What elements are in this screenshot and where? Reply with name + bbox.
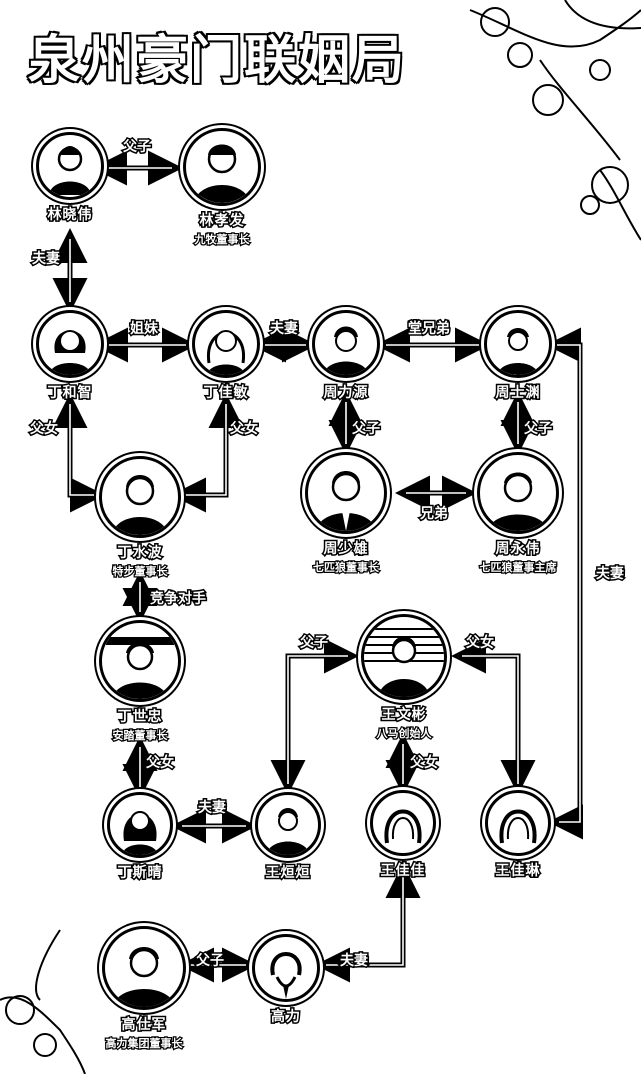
person-portrait-icon	[99, 456, 181, 538]
relation-label: 兄弟	[419, 505, 450, 524]
person-gao-shijun: 高仕军 高力集团董事长	[92, 926, 196, 1051]
relation-label: 夫妻	[31, 250, 62, 269]
decorative-flower-top-right	[469, 0, 641, 241]
person-wang-jiaxi: 王佳琳	[480, 790, 556, 881]
person-title: 七匹狼董事主席	[478, 560, 558, 576]
person-wang-wenbin: 王文彬 八马创始人	[352, 614, 456, 741]
person-portrait-icon	[312, 310, 380, 378]
relation-label: 竞争对手	[149, 590, 208, 609]
relation-label: 父子	[122, 138, 153, 157]
person-zhou-shaoxiong: 周少雄 七匹狼董事长	[296, 452, 396, 575]
person-portrait-icon	[36, 310, 104, 378]
relation-label: 夫妻	[595, 565, 626, 584]
person-title: 特步董事长	[111, 564, 169, 580]
person-name: 丁斯晴	[116, 864, 163, 883]
person-title: 八马创始人	[375, 726, 433, 742]
person-ding-jiamin: 丁佳敏	[186, 310, 266, 403]
person-title: 七匹狼董事长	[312, 560, 381, 576]
female-silhouette-icon	[370, 790, 436, 856]
person-name: 王文彬	[380, 706, 427, 725]
person-portrait-icon	[102, 926, 186, 1010]
relation-label: 姐妹	[129, 320, 160, 339]
person-wang-jiajia: 王佳佳	[365, 790, 441, 881]
person-name: 周力源	[322, 384, 369, 403]
relation-label: 父女	[145, 754, 176, 773]
person-ding-heqing: 丁和智	[30, 310, 110, 403]
person-portrait-icon	[183, 128, 261, 206]
person-portrait-icon	[255, 792, 321, 858]
person-name: 周少雄	[322, 540, 369, 559]
decorative-flower-bottom-left	[0, 929, 86, 1074]
person-lin-xiaowei: 林晓伟	[30, 132, 110, 225]
relation-label: 夫妻	[339, 952, 370, 971]
person-zhou-yongwei: 周永伟 七匹狼董事主席	[466, 452, 570, 575]
person-portrait-icon	[484, 310, 552, 378]
relation-label: 父女	[229, 420, 260, 439]
person-name: 丁和智	[46, 384, 93, 403]
person-ding-shuibo: 丁水波 特步董事长	[90, 456, 190, 579]
person-ding-siqi: 丁斯晴	[104, 792, 176, 883]
person-name: 周永伟	[494, 540, 541, 559]
person-portrait-icon	[305, 452, 387, 534]
person-name: 丁佳敏	[202, 384, 249, 403]
person-lin-xiaofa: 林孝发 九牧董事长	[174, 128, 270, 247]
female-silhouette-icon	[485, 790, 551, 856]
person-portrait-icon	[36, 132, 104, 200]
person-name: 丁水波	[116, 544, 163, 563]
person-name: 丁世忠	[116, 708, 163, 727]
relation-label: 父女	[465, 634, 496, 653]
person-title: 安踏董事长	[111, 728, 169, 744]
person-name: 林孝发	[198, 212, 245, 231]
person-portrait-icon	[99, 620, 181, 702]
male-silhouette-icon	[252, 934, 320, 1002]
person-gao-li: 高力	[248, 934, 324, 1027]
relation-label: 堂兄弟	[407, 320, 452, 339]
person-portrait-icon	[107, 792, 173, 858]
person-title: 高力集团董事长	[104, 1036, 184, 1052]
person-name: 高力	[270, 1008, 302, 1027]
relation-label: 父子	[299, 634, 330, 653]
relation-label: 夫妻	[269, 320, 300, 339]
person-ding-shizhong: 丁世忠 安踏董事长	[90, 620, 190, 743]
relation-label: 父女	[409, 754, 440, 773]
person-name: 王烜烜	[264, 864, 311, 883]
person-title: 九牧董事长	[193, 232, 251, 248]
person-name: 周士渊	[494, 384, 541, 403]
relation-label: 父子	[351, 420, 382, 439]
person-wang-yuan: 王烜烜	[250, 792, 326, 883]
person-portrait-icon	[192, 310, 260, 378]
relation-label: 父女	[29, 420, 60, 439]
person-zhou-liyuan: 周力源	[306, 310, 386, 403]
page-title: 泉州豪门联姻局	[26, 30, 407, 93]
person-portrait-icon	[361, 614, 447, 700]
person-zhou-shirui: 周士渊	[478, 310, 558, 403]
relation-label: 父子	[523, 420, 554, 439]
person-name: 高仕军	[120, 1016, 167, 1035]
person-name: 林晓伟	[46, 206, 93, 225]
relation-label: 夫妻	[197, 799, 228, 818]
relation-label: 父子	[195, 952, 226, 971]
person-portrait-icon	[477, 452, 559, 534]
person-name: 王佳琳	[494, 862, 541, 881]
person-name: 王佳佳	[379, 862, 426, 881]
